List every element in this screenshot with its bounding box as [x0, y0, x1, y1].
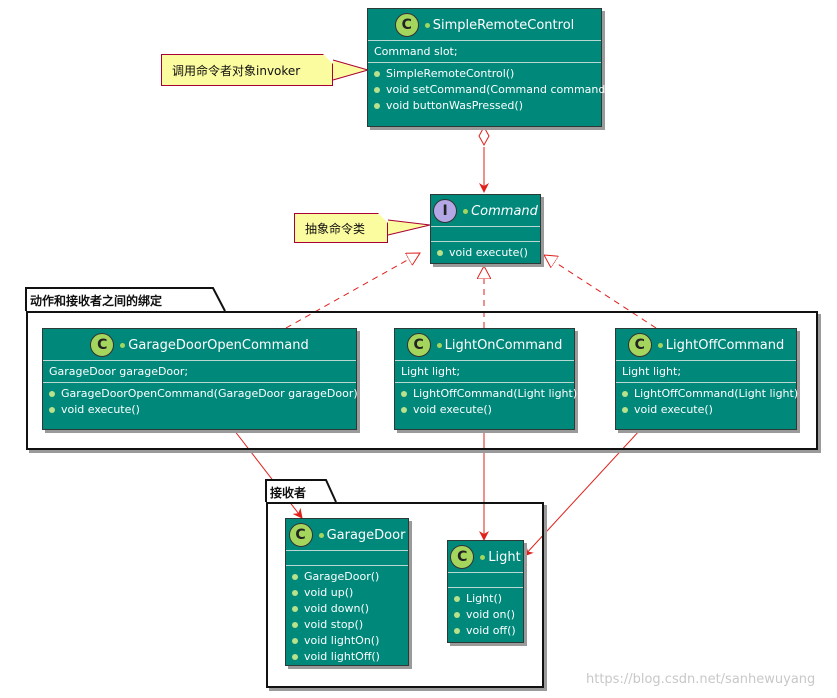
visibility-dot-icon [424, 22, 430, 28]
method-dot-icon [401, 407, 407, 413]
package-receivers [266, 502, 544, 688]
methods-section: LightOffCommand(Light light) void execut… [616, 382, 798, 421]
method-dot-icon [401, 391, 407, 397]
method: GarageDoor() [292, 569, 402, 585]
method: void buttonWasPressed() [374, 98, 595, 114]
realization-lightoff [544, 255, 657, 329]
method-dot-icon [292, 590, 298, 596]
field: Light light; [622, 365, 682, 378]
class-name: Light [488, 549, 521, 565]
fields-section: Light light; [616, 360, 796, 382]
class-name: GarageDoorOpenCommand [128, 337, 309, 353]
package-bindings [26, 311, 818, 450]
methods-section: GarageDoor() void up() void down() void … [286, 565, 408, 668]
class-badge-icon: C [627, 333, 652, 357]
fields-section: GarageDoor garageDoor; [43, 360, 356, 382]
realization-garagedooropen [285, 253, 420, 329]
method-dot-icon [49, 407, 55, 413]
class-badge-icon: C [406, 333, 431, 357]
class-name: LightOffCommand [665, 337, 785, 353]
visibility-dot-icon [657, 342, 663, 348]
method: GarageDoorOpenCommand(GarageDoor garageD… [49, 386, 358, 402]
method-dot-icon [292, 654, 298, 660]
aggregation-diamond [478, 125, 490, 147]
method-dot-icon [49, 391, 55, 397]
visibility-dot-icon [120, 342, 126, 348]
visibility-dot-icon [318, 532, 324, 538]
class-light-on-command[interactable]: C LightOnCommand Light light; LightOffCo… [394, 328, 577, 430]
command-note-text: 抽象命令类 [305, 221, 366, 236]
method: void execute() [49, 402, 350, 418]
command-note: 抽象命令类 [294, 213, 388, 243]
watermark: https://blog.csdn.net/sanhewuyang [586, 672, 816, 687]
class-name: GarageDoor [326, 527, 406, 543]
fields-section: Command slot; [368, 40, 601, 62]
method: void lightOn() [292, 633, 402, 649]
fields-section [286, 550, 408, 565]
class-badge-icon: C [288, 523, 313, 547]
interface-command[interactable]: I Command void execute() [430, 194, 541, 264]
class-light[interactable]: C Light Light() void on() void off() [447, 540, 524, 643]
class-garage-door-open-command[interactable]: C GarageDoorOpenCommand GarageDoor garag… [42, 328, 358, 430]
class-name: LightOnCommand [444, 337, 563, 353]
method: void execute() [437, 245, 534, 261]
invoker-note: 调用命令者对象invoker [161, 54, 333, 86]
fields-section [448, 572, 523, 587]
class-garage-door[interactable]: C GarageDoor GarageDoor() void up() void… [285, 518, 409, 666]
visibility-dot-icon [436, 342, 442, 348]
method-dot-icon [374, 103, 380, 109]
method: LightOffCommand(Light light) [622, 386, 798, 402]
visibility-dot-icon [480, 554, 486, 560]
methods-section: void execute() [431, 241, 540, 264]
method-dot-icon [622, 391, 628, 397]
methods-section: Light() void on() void off() [448, 587, 523, 642]
method: void lightOff() [292, 649, 402, 665]
method-dot-icon [292, 622, 298, 628]
method-dot-icon [454, 612, 460, 618]
method: void down() [292, 601, 402, 617]
method-dot-icon [437, 250, 443, 256]
method-dot-icon [292, 606, 298, 612]
methods-section: LightOffCommand(Light light) void execut… [395, 382, 577, 421]
package-receivers-title: 接收者 [270, 486, 307, 500]
method-dot-icon [622, 407, 628, 413]
method: void up() [292, 585, 402, 601]
method-dot-icon [454, 628, 460, 634]
methods-section: SimpleRemoteControl() void setCommand(Co… [368, 62, 610, 117]
field: Command slot; [374, 45, 458, 58]
method: void off() [454, 623, 517, 639]
method-dot-icon [454, 596, 460, 602]
method-dot-icon [374, 87, 380, 93]
fields-section: Light light; [395, 360, 574, 382]
method-dot-icon [374, 71, 380, 77]
method: void execute() [401, 402, 568, 418]
package-bindings-title: 动作和接收者之间的绑定 [30, 294, 163, 308]
interface-badge-icon: I [433, 199, 458, 223]
method: LightOffCommand(Light light) [401, 386, 577, 402]
method: Light() [454, 591, 517, 607]
method-dot-icon [292, 574, 298, 580]
class-badge-icon: C [450, 545, 475, 569]
visibility-dot-icon [463, 208, 469, 214]
method: void execute() [622, 402, 790, 418]
field: Light light; [401, 365, 461, 378]
method-dot-icon [292, 638, 298, 644]
method: void stop() [292, 617, 402, 633]
methods-section: GarageDoorOpenCommand(GarageDoor garageD… [43, 382, 358, 421]
class-name: Command [471, 203, 538, 219]
class-simple-remote-control[interactable]: C SimpleRemoteControl Command slot; Simp… [367, 8, 610, 127]
invoker-note-text: 调用命令者对象invoker [172, 63, 301, 78]
class-light-off-command[interactable]: C LightOffCommand Light light; LightOffC… [615, 328, 798, 430]
fields-section [431, 226, 540, 241]
class-badge-icon: C [90, 333, 115, 357]
field: GarageDoor garageDoor; [49, 365, 189, 378]
method: void on() [454, 607, 517, 623]
method: SimpleRemoteControl() [374, 66, 595, 82]
method: void setCommand(Command command) [374, 82, 610, 98]
class-name: SimpleRemoteControl [432, 17, 575, 33]
class-badge-icon: C [394, 13, 419, 37]
